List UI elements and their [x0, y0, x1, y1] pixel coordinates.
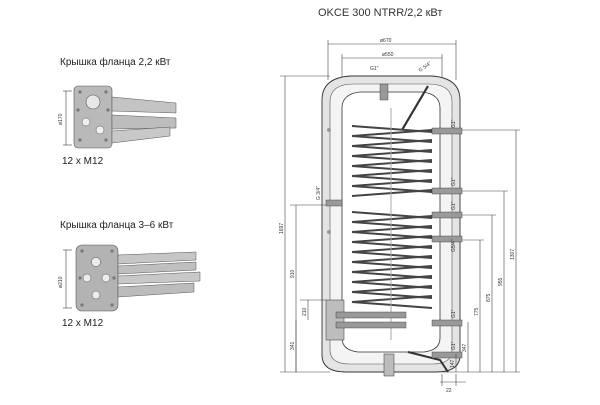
height-left-1697: 1697: [279, 223, 285, 234]
outer-diameter-label: ø670: [380, 38, 392, 44]
height-right-1307: 1307: [510, 249, 516, 260]
flange-large-caption: Крышка фланца 3–6 кВт: [60, 220, 174, 231]
top-port-1-label: G1": [370, 66, 379, 72]
flange-large-dia: ø210: [58, 276, 64, 288]
flange-small-caption: Крышка фланца 2,2 кВт: [60, 57, 171, 68]
inner-diameter-label: ø550: [382, 52, 394, 58]
top-port-2-label: G 5/4": [418, 61, 433, 74]
height-right-775: 775: [474, 307, 480, 316]
height-right-955: 955: [498, 277, 504, 286]
drawing-title: OKCE 300 NTRR/2,2 кВт: [318, 7, 443, 19]
flange-large-bolts: 12 x M12: [62, 318, 104, 329]
bottom-offset-label: 22: [446, 388, 452, 394]
flange-small-dia: ø170: [58, 113, 64, 125]
flange-small-bolts: 12 x M12: [62, 156, 104, 167]
flange-large-drawing: ø210: [58, 244, 201, 312]
height-left-341: 341: [290, 341, 296, 350]
right-port-3: G1": [451, 201, 457, 210]
height-right-147: 147: [450, 359, 456, 368]
height-right-347: 347: [462, 343, 468, 352]
flange-small-drawing: ø170: [58, 85, 177, 149]
left-port-label: G 3/4": [316, 186, 322, 200]
right-port-4: G1": [451, 309, 457, 318]
height-left-910: 910: [290, 269, 296, 278]
right-mid-port: G5/4": [451, 239, 457, 252]
tank-drawing: ø670 ø550 G1" G 5/4": [280, 38, 520, 386]
flange-offset-label: 210: [302, 307, 308, 316]
right-port-5: G1": [451, 341, 457, 350]
right-port-2: G1": [451, 177, 457, 186]
right-port-1: G1": [451, 119, 457, 128]
height-right-875: 875: [486, 293, 492, 302]
